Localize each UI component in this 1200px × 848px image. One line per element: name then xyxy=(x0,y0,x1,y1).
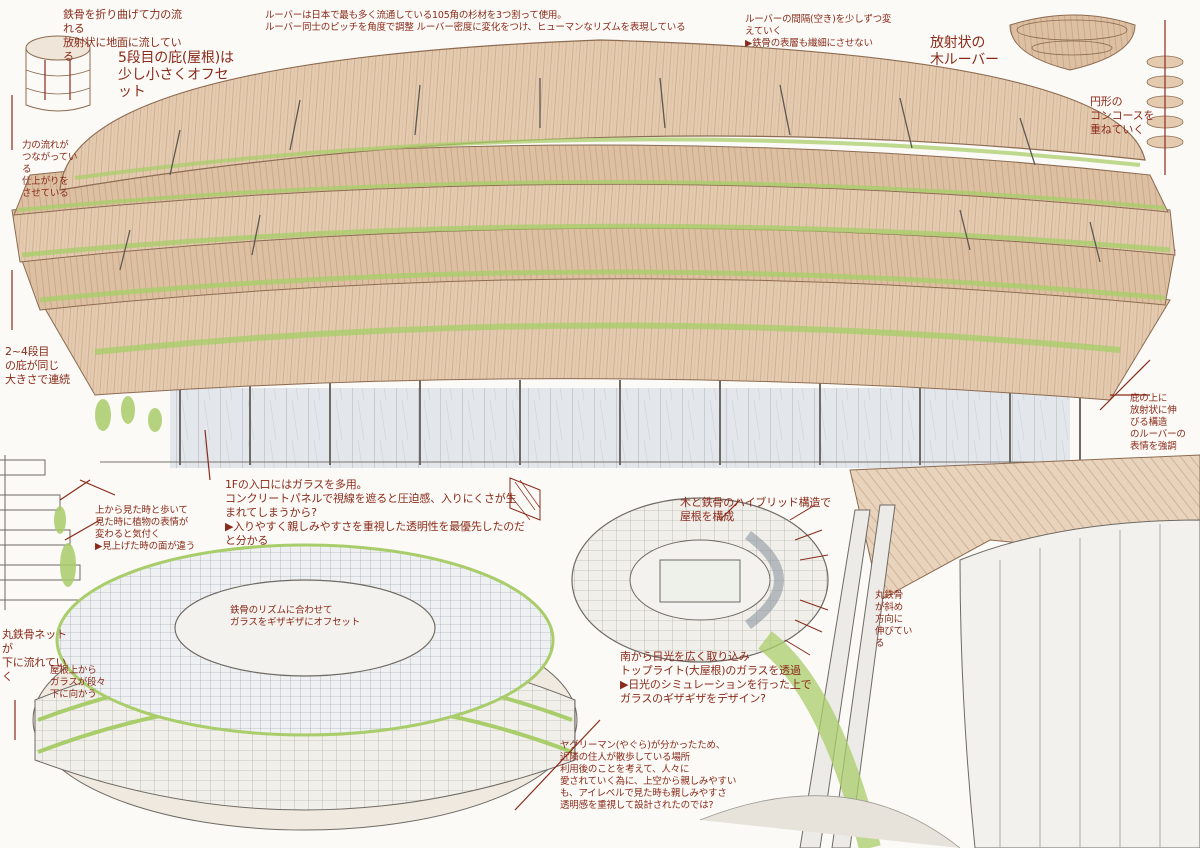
note-radial-louver: 放射状の 木ルーバー xyxy=(930,35,999,68)
note-left-view: 上から見た時と歩いて 見た時に植物の表情が 変わると気付く ▶見上げた時の面が違… xyxy=(95,505,196,552)
mesh-detail-sketch xyxy=(509,477,541,521)
top-view-sketch xyxy=(571,497,829,663)
left-facade-section xyxy=(0,455,90,610)
note-glass-lower: 屋根上から ガラスが段々 下に向かう xyxy=(50,665,106,700)
note-concourse: 円形の コンコースを 重ねていく xyxy=(1090,95,1155,136)
main-stadium-elevation xyxy=(11,39,1176,468)
annotation-arrows xyxy=(11,95,1151,811)
note-eaves-same: 2~4段目 の庇が同じ 大きさで連続 xyxy=(5,345,70,386)
note-glass-offset: 鉄骨のリズムに合わせて ガラスをギザギザにオフセット xyxy=(230,605,361,628)
note-louver-gap: ルーバーの間隔(空き)を少しずつ変えていく ▶鉄骨の表層も繊細にさせない xyxy=(745,14,892,49)
note-people: ヤグリーマン(やぐら)が分かったため、 近隣の住人が散歩している場所 利用後のこ… xyxy=(560,740,737,811)
aerial-view-sketch xyxy=(32,543,578,831)
note-eaves-flow: 力の流れが つながっている 仕上がりを させている xyxy=(22,140,78,199)
note-south-light: 南から日光を広く取り込み トップライト(大屋根)のガラスを透過 ▶日光のシミュレ… xyxy=(620,650,812,705)
eave-soffit-sketch xyxy=(699,454,1200,848)
steel-bend-diagram xyxy=(25,35,91,112)
note-louver-size: ルーバーは日本で最も多く流通している105角の杉材を3つ割って使用。 ルーバー同… xyxy=(265,10,686,33)
note-roof-offset: 5段目の庇(屋根)は 少し小さくオフセット xyxy=(118,50,234,100)
note-steel-down: 丸鉄骨ネットが 下に流れていく xyxy=(2,628,67,683)
note-hybrid: 木と鉄骨のハイブリッド構造で 屋根を構成 xyxy=(680,496,831,523)
note-round-steel: 丸鉄骨 が斜め 方向に 伸びている xyxy=(875,590,913,649)
note-eaves-right: 庇の上に 放射状に伸 びる構造 のルーバーの 表情を強調 xyxy=(1130,393,1186,452)
radial-louver-diagram xyxy=(1009,14,1184,175)
note-entrance: 1Fの入口にはガラスを多用。 コンクリートパネルで視線を遮ると圧迫感、入りにくさ… xyxy=(225,478,525,547)
note-steel-bend: 鉄骨を折り曲げて力の流れる 放射状に地面に流している xyxy=(63,8,182,63)
